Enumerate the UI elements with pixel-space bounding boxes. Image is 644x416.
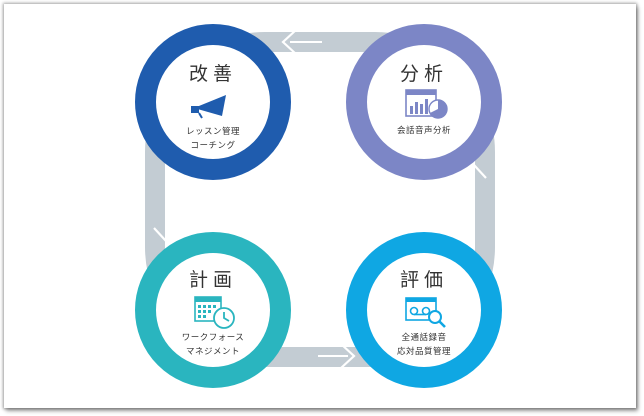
chart-icon (405, 89, 448, 119)
megaphone-icon (191, 95, 226, 119)
recording-search-icon (405, 297, 446, 328)
node-plan-line-1: ワークフォース (181, 333, 245, 343)
arrow-plan-to-evaluate (318, 343, 356, 369)
node-improve: 改善 レッスン管理 コーチング (135, 24, 291, 180)
diagram-frame (4, 4, 636, 408)
node-plan-line-2: マネジメント (185, 347, 240, 357)
node-improve-line-2: コーチング (190, 141, 236, 151)
node-improve-line-1: レッスン管理 (185, 127, 240, 137)
node-evaluate-line-2: 応対品質管理 (396, 347, 451, 357)
node-analyze-title: 分析 (399, 63, 448, 85)
node-analyze: 分析 会話音声分析 (346, 24, 502, 180)
node-evaluate-title: 評価 (399, 269, 448, 291)
arrow-evaluate-to-analyze (461, 163, 487, 200)
node-evaluate-line-1: 全通話録音 (401, 333, 447, 343)
node-analyze-line-1: 会話音声分析 (396, 126, 451, 136)
node-improve-title: 改善 (188, 63, 237, 85)
arrow-improve-to-plan (153, 205, 179, 243)
node-plan: 計画 ワークフォース マネジメント (135, 232, 291, 388)
calendar-clock-icon (194, 296, 235, 329)
node-evaluate: 評価 全通話録音 応対品質管理 (346, 232, 502, 388)
arrow-analyze-to-improve (281, 29, 322, 55)
node-plan-title: 計画 (188, 269, 237, 291)
